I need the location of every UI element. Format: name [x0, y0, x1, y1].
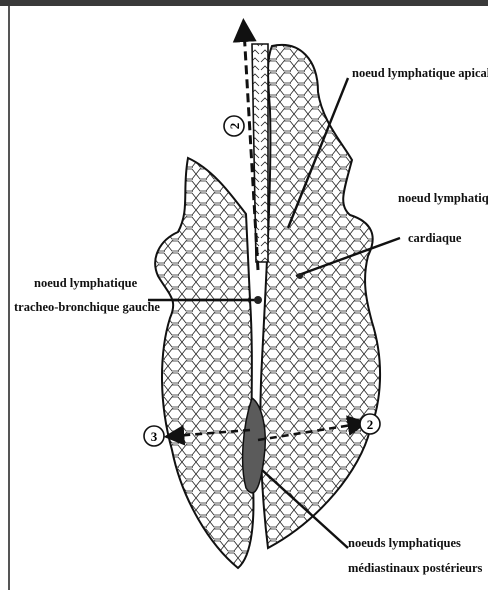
label-mediastinaux-line2: médiastinaux postérieurs [348, 562, 482, 575]
label-tracheo-line1: noeud lymphatique [34, 277, 137, 290]
cardiac-node [297, 273, 303, 279]
label-tracheo-line2: tracheo-bronchique gauche [14, 301, 160, 314]
label-apical: noeud lymphatique apical [352, 67, 488, 80]
marker-right-text: 2 [367, 417, 374, 432]
label-cardiaque-line1: noeud lymphatique [398, 192, 488, 205]
right-lung [260, 45, 380, 548]
marker-top-text: 2 [227, 123, 242, 130]
label-mediastinaux-line1: noeuds lymphatiques [348, 537, 461, 550]
label-cardiaque-line2: cardiaque [408, 232, 461, 245]
marker-left-text: 3 [151, 429, 158, 444]
left-lung [155, 158, 253, 568]
tracheo-node [254, 296, 262, 304]
trachea [252, 44, 268, 262]
